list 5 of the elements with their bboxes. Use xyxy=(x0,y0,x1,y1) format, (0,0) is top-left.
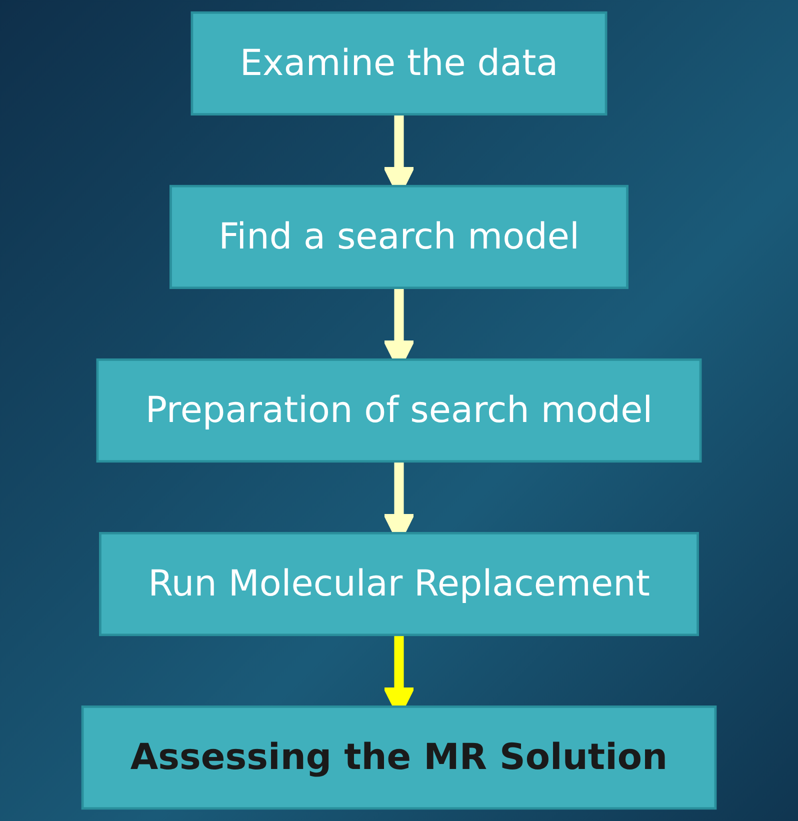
node-box: Examine the data xyxy=(190,11,608,116)
node-box: Run Molecular Replacement xyxy=(99,532,699,636)
node-box: Assessing the MR Solution xyxy=(81,706,717,810)
node-box: Find a search model xyxy=(170,184,628,290)
node-box: Preparation of search model xyxy=(96,358,702,463)
